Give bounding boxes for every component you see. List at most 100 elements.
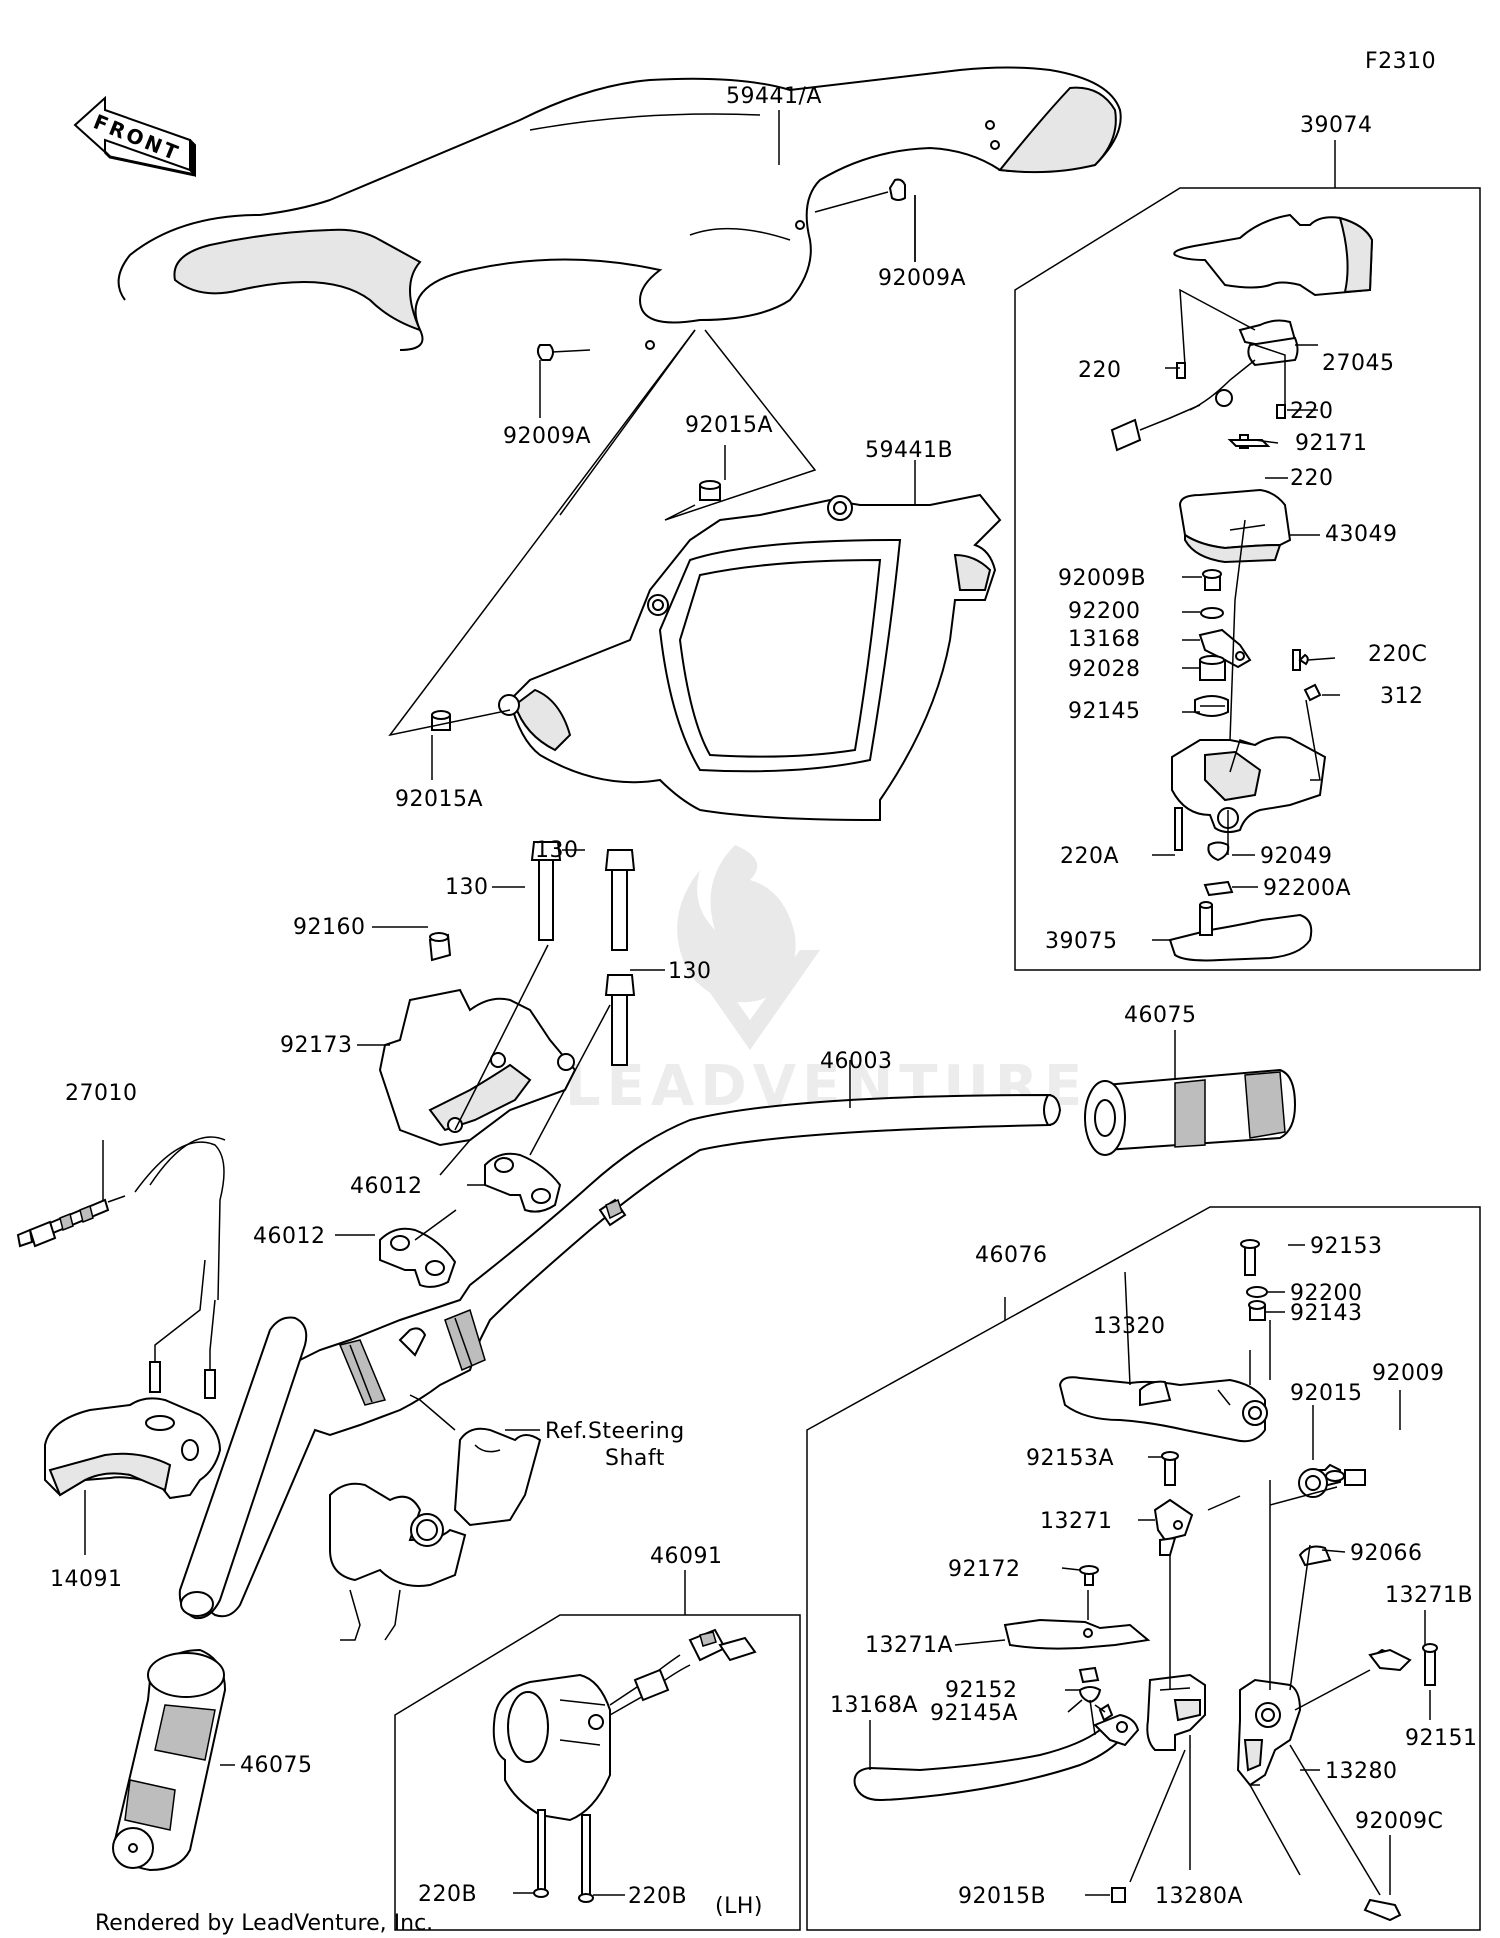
leader-lines [335, 110, 1431, 1896]
handlebar-part [178, 1093, 1062, 1620]
label-92200: 92200 [1068, 599, 1141, 624]
label-46012: 46012 [350, 1174, 423, 1199]
label-92009a: 92009A [503, 424, 591, 449]
label-220: 220 [1290, 466, 1334, 491]
label-46076: 46076 [975, 1243, 1048, 1268]
holder-lower-13280a [1146, 1673, 1206, 1751]
steering-shaft-holder [329, 1427, 542, 1641]
label-130: 130 [535, 838, 579, 863]
left-switch-part [492, 1628, 757, 1903]
handlebar-holder-lower [379, 1227, 457, 1288]
label-46075: 46075 [240, 1753, 313, 1778]
label-92066: 92066 [1350, 1541, 1423, 1566]
label-92153a: 92153A [1026, 1446, 1114, 1471]
label-92009c: 92009C [1355, 1809, 1443, 1834]
label-92171: 92171 [1295, 431, 1368, 456]
clutch-plate-13271a [1003, 1618, 1151, 1650]
label-92153: 92153 [1310, 1234, 1383, 1259]
part-labels: 59441/A 92009A 92009A 92015A 59441B 9201… [50, 84, 1478, 1919]
label-46075: 46075 [1124, 1003, 1197, 1028]
right-grip-part [1084, 1068, 1297, 1156]
handlebar-holder-upper [484, 1152, 562, 1213]
label-92143: 92143 [1290, 1301, 1363, 1326]
right-lever-bracket-housing [1171, 736, 1327, 834]
label-27045: 27045 [1322, 351, 1395, 376]
label-220a: 220A [1060, 844, 1119, 869]
label-92145a: 92145A [930, 1701, 1018, 1726]
label-92015a: 92015A [685, 413, 773, 438]
cover-screws [431, 178, 906, 731]
watermark: LEADVENTURE [565, 845, 1082, 1119]
label-220b: 220B [628, 1884, 687, 1909]
label-130: 130 [445, 875, 489, 900]
left-switch-box [394, 1570, 801, 1931]
label-39074: 39074 [1300, 113, 1373, 138]
label-92009a: 92009A [878, 266, 966, 291]
credit-text: Rendered by LeadVenture, Inc. [95, 1911, 433, 1936]
front-arrow-icon: FRONT [73, 95, 196, 178]
clutch-bracket-13271 [1153, 1498, 1194, 1556]
label-130: 130 [668, 959, 712, 984]
right-switch-housing [1110, 213, 1374, 564]
label-220b: 220B [418, 1882, 477, 1907]
label-46003: 46003 [820, 1049, 893, 1074]
label-13280a: 13280A [1155, 1884, 1243, 1909]
label-13168a: 13168A [830, 1693, 918, 1718]
label-13280: 13280 [1325, 1759, 1398, 1784]
label-92015b: 92015B [958, 1884, 1046, 1909]
label-92200a: 92200A [1263, 876, 1351, 901]
throttle-cover-part [44, 1397, 222, 1500]
left-grip-part [112, 1648, 227, 1872]
clutch-lever-13168a [853, 1703, 1140, 1802]
right-switch-small-parts [1174, 362, 1322, 897]
label-46091: 46091 [650, 1544, 723, 1569]
figure-code: F2310 [1365, 49, 1436, 74]
label-220c: 220C [1368, 642, 1427, 667]
label-92009: 92009 [1372, 1361, 1445, 1386]
label-92015: 92015 [1290, 1381, 1363, 1406]
collar-92160 [428, 932, 452, 962]
clutch-plate-13271b [1368, 1648, 1412, 1672]
left-lever-box [806, 1206, 1481, 1931]
label-13271: 13271 [1040, 1509, 1113, 1534]
label-220: 220 [1290, 399, 1334, 424]
label-92145: 92145 [1068, 699, 1141, 724]
label-92172: 92172 [948, 1557, 1021, 1582]
label-ref-steering: Ref.Steering [545, 1419, 685, 1444]
label-92009b: 92009B [1058, 566, 1146, 591]
label-92160: 92160 [293, 915, 366, 940]
label-92200: 92200 [1290, 1281, 1363, 1306]
label-92151: 92151 [1405, 1726, 1478, 1751]
label-lh: (LH) [715, 1894, 763, 1919]
label-92028: 92028 [1068, 657, 1141, 682]
upper-cover-part [117, 66, 1122, 351]
label-14091: 14091 [50, 1567, 123, 1592]
label-ref-shaft: Shaft [605, 1446, 665, 1471]
label-13271a: 13271A [865, 1633, 953, 1658]
meter-cover-part [498, 493, 1002, 822]
clutch-small-parts [1078, 1239, 1438, 1922]
label-43049: 43049 [1325, 522, 1398, 547]
label-220: 220 [1078, 358, 1122, 383]
bracket-92173 [378, 988, 577, 1147]
handlebar-clamp-bolts [530, 841, 636, 1066]
holder-13280 [1236, 1678, 1302, 1787]
label-92173: 92173 [280, 1033, 353, 1058]
label-46012: 46012 [253, 1224, 326, 1249]
label-13168: 13168 [1068, 627, 1141, 652]
label-92049: 92049 [1260, 844, 1333, 869]
label-13320: 13320 [1093, 1314, 1166, 1339]
label-92015a: 92015A [395, 787, 483, 812]
throttle-cable-part [16, 1136, 226, 1399]
right-throttle-lever [1168, 901, 1313, 962]
label-27010: 27010 [65, 1081, 138, 1106]
label-13271b: 13271B [1385, 1583, 1473, 1608]
label-312: 312 [1380, 684, 1424, 709]
clutch-lever-holder-upper [1058, 1376, 1268, 1443]
right-switch-box [1014, 140, 1481, 971]
label-39075: 39075 [1045, 929, 1118, 954]
label-59441-a: 59441/A [726, 84, 822, 109]
label-92152: 92152 [945, 1678, 1018, 1703]
label-59441b: 59441B [865, 438, 953, 463]
